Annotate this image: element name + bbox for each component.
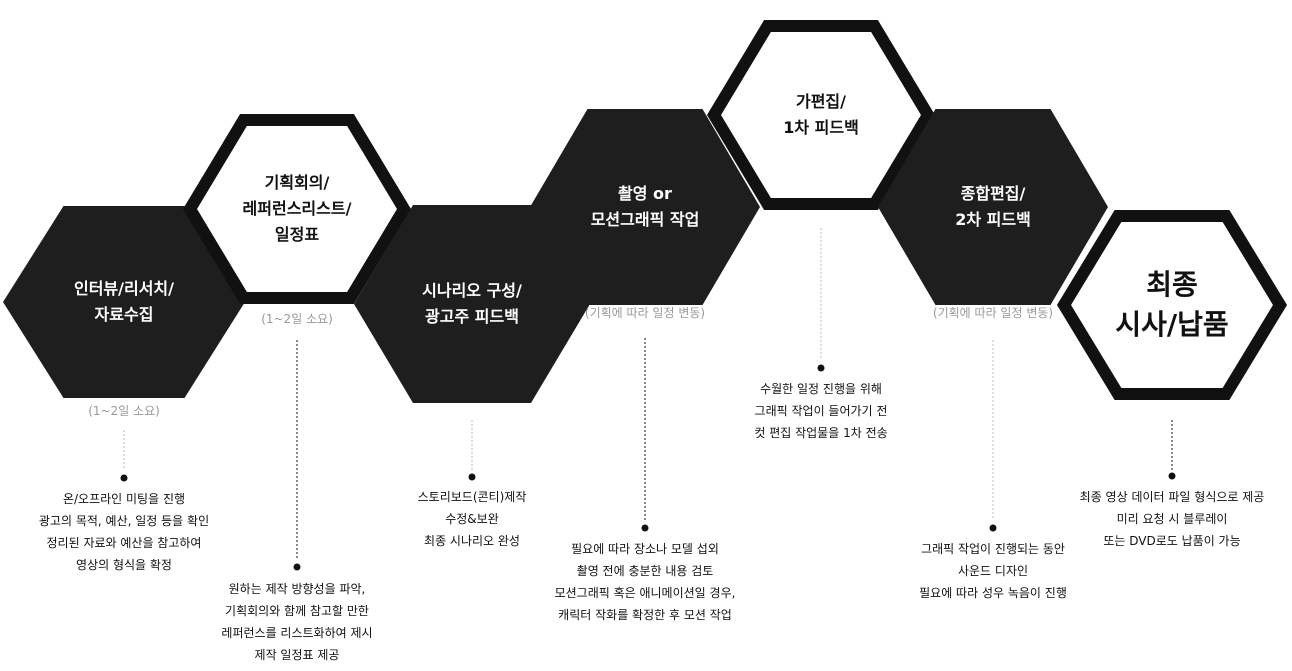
step-title-line: 시사/납품 bbox=[1115, 308, 1229, 341]
step-title-line: 레퍼런스리스트/ bbox=[242, 199, 352, 218]
description-line: 광고의 목적, 예산, 일정 등을 확인 bbox=[38, 514, 210, 528]
connector-dot bbox=[817, 364, 825, 372]
description-line: 온/오프라인 미팅을 진행 bbox=[62, 492, 186, 506]
connector-dot bbox=[293, 563, 301, 571]
step-title: 인터뷰/리서치/자료수집 bbox=[74, 276, 174, 328]
description-line: 원하는 제작 방향성을 파악, bbox=[228, 582, 366, 596]
connector-dot bbox=[468, 473, 476, 481]
step-title-line: 광고주 피드백 bbox=[425, 307, 519, 326]
description-line: 수월한 일정 진행을 위해 bbox=[760, 382, 882, 396]
description-line: 정리된 자료와 예산을 참고하여 bbox=[46, 536, 202, 550]
description-line: 모션그래픽 혹은 애니메이션일 경우, bbox=[554, 586, 736, 600]
step-title-line: 1차 피드백 bbox=[783, 118, 859, 137]
step-title-line: 2차 피드백 bbox=[955, 210, 1031, 229]
description-line: 기획회의와 함께 참고할 만한 bbox=[225, 604, 369, 618]
description-line: 그래픽 작업이 진행되는 동안 bbox=[921, 542, 1065, 556]
hexagon-step-2 bbox=[182, 114, 412, 304]
description-line: 그래픽 작업이 들어가기 전 bbox=[754, 404, 888, 418]
hexagon-step-6 bbox=[878, 109, 1108, 305]
duration-note: (1~2일 소요) bbox=[261, 312, 333, 326]
step-title-line: 자료수집 bbox=[94, 305, 154, 324]
step-title-line: 시나리오 구성/ bbox=[422, 281, 522, 300]
step-title-line: 최종 bbox=[1146, 268, 1198, 301]
hexagon-step-1 bbox=[3, 206, 245, 398]
hexagon-step-5 bbox=[706, 20, 936, 210]
connector-dot bbox=[641, 524, 649, 532]
description-line: 컷 편집 작업물을 1차 전송 bbox=[754, 426, 888, 440]
description-line: 레퍼런스를 리스트화하여 제시 bbox=[221, 626, 373, 640]
step-title-line: 가편집/ bbox=[795, 92, 846, 111]
step-title: 가편집/1차 피드백 bbox=[783, 89, 859, 141]
duration-note: (1~2일 소요) bbox=[88, 404, 160, 418]
step-title: 종합편집/2차 피드백 bbox=[955, 181, 1031, 233]
description-line: 수정&보완 bbox=[445, 512, 499, 526]
description-line: 미리 요청 시 블루레이 bbox=[1116, 512, 1228, 526]
step-title-line: 기획회의/ bbox=[264, 173, 330, 192]
description-line: 캐릭터 작화를 확정한 후 모션 작업 bbox=[558, 608, 732, 622]
duration-note: (기획에 따라 일정 변동) bbox=[932, 306, 1054, 320]
step-title: 촬영 or 모션그래픽 작업 bbox=[591, 181, 700, 233]
description-line: 필요에 따라 장소나 모델 섭외 bbox=[571, 542, 719, 556]
description-line: 스토리보드(콘티)제작 bbox=[417, 490, 527, 504]
step-title-line: 인터뷰/리서치/ bbox=[73, 279, 175, 298]
description-line: 필요에 따라 성우 녹음이 진행 bbox=[919, 586, 1067, 600]
step-title-line: 촬영 or bbox=[618, 184, 672, 203]
description-line: 최종 시나리오 완성 bbox=[424, 534, 520, 548]
hexagon-step-4 bbox=[530, 109, 760, 305]
step-title-line: 일정표 bbox=[274, 225, 320, 244]
step-title-line: 모션그래픽 작업 bbox=[590, 210, 700, 229]
connector-dot bbox=[1168, 472, 1176, 480]
duration-note: (기획에 따라 일정 변동) bbox=[584, 306, 706, 320]
description-line: 최종 영상 데이터 파일 형식으로 제공 bbox=[1079, 490, 1265, 504]
description-line: 촬영 전에 충분한 내용 검토 bbox=[576, 564, 714, 578]
description-line: 또는 DVD로도 납품이 가능 bbox=[1103, 534, 1241, 548]
hexagon-step-7 bbox=[1056, 210, 1288, 400]
connector-dot bbox=[120, 474, 128, 482]
step-title-line: 종합편집/ bbox=[960, 184, 1026, 203]
description-line: 사운드 디자인 bbox=[957, 564, 1029, 578]
step-title: 기획회의/레퍼런스리스트/일정표 bbox=[243, 170, 352, 248]
description-line: 제작 일정표 제공 bbox=[254, 648, 340, 662]
connector-dot bbox=[989, 524, 997, 532]
step-title: 시나리오 구성/광고주 피드백 bbox=[422, 278, 522, 330]
hexagon-step-3 bbox=[354, 205, 590, 403]
description-line: 영상의 형식을 확정 bbox=[76, 558, 172, 572]
